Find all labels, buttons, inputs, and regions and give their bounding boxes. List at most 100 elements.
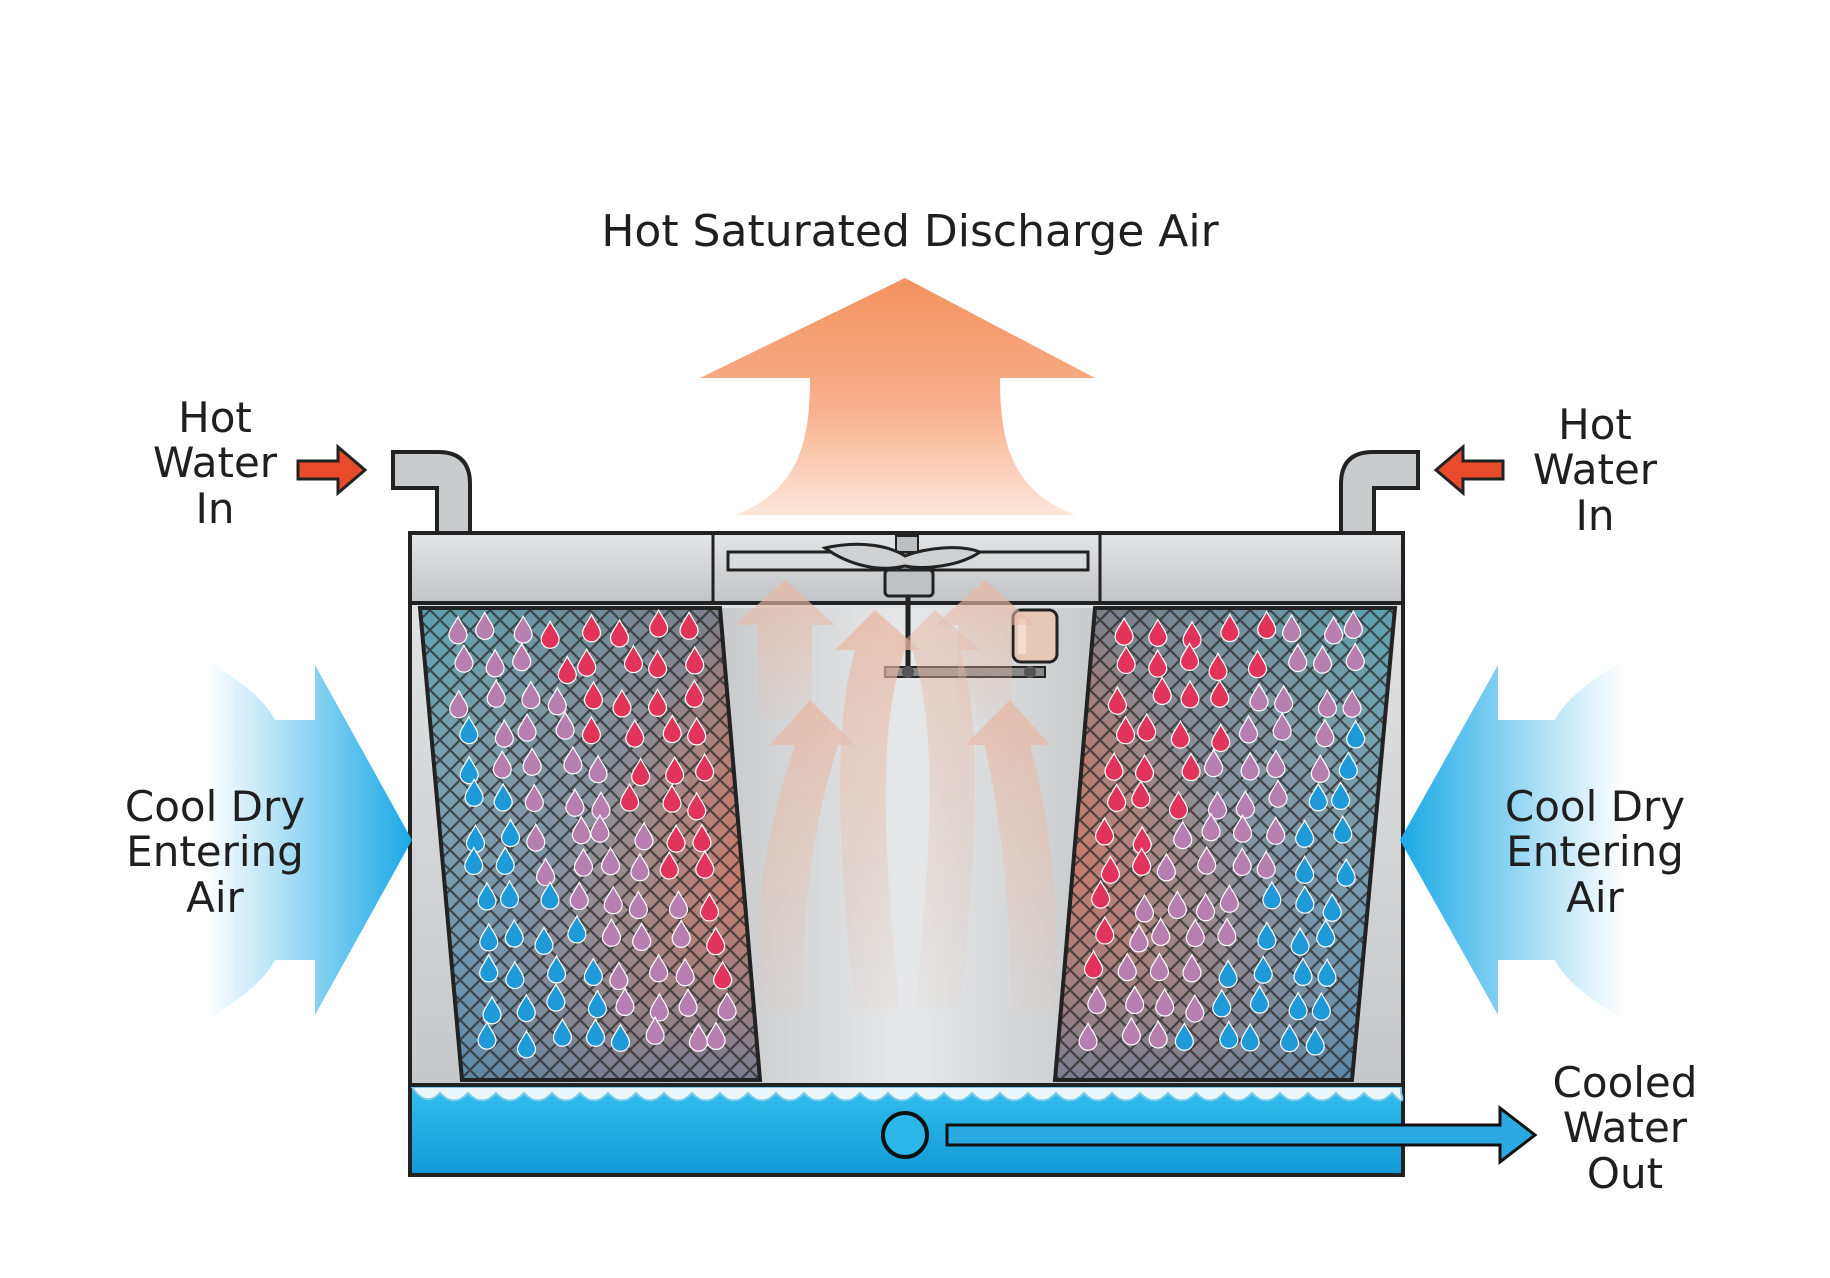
droplet: [1295, 884, 1315, 914]
droplet: [585, 1018, 606, 1047]
droplet: [1131, 779, 1151, 809]
droplet: [1338, 751, 1358, 780]
droplet: [1210, 678, 1230, 708]
droplet: [685, 645, 705, 675]
droplet: [475, 611, 495, 641]
outlet-circle-icon: [881, 1111, 929, 1159]
droplet: [1288, 991, 1308, 1021]
droplet: [668, 890, 689, 919]
droplet: [581, 613, 602, 643]
droplet: [485, 648, 505, 678]
droplet: [628, 890, 648, 920]
droplet: [1134, 893, 1155, 923]
droplet: [526, 822, 546, 852]
droplet: [649, 608, 669, 638]
droplet: [583, 680, 604, 710]
droplet: [1115, 715, 1136, 745]
droplet: [1197, 845, 1217, 875]
left-inlet-pipe: [391, 450, 472, 535]
droplet: [1312, 644, 1333, 674]
droplet: [534, 925, 554, 955]
droplet: [492, 749, 512, 779]
droplet: [1100, 854, 1121, 884]
droplet: [717, 991, 737, 1021]
droplet: [1343, 609, 1363, 639]
droplet: [1308, 782, 1328, 812]
droplet: [1207, 790, 1228, 820]
droplet: [647, 688, 668, 717]
droplet: [603, 885, 623, 915]
droplet: [573, 847, 594, 877]
droplet: [1137, 712, 1157, 742]
droplet: [1295, 855, 1315, 884]
droplet: [1208, 652, 1228, 681]
droplet: [1114, 616, 1134, 646]
droplet: [524, 783, 544, 813]
droplet: [684, 678, 704, 708]
droplet: [505, 960, 525, 990]
droplet: [1346, 719, 1366, 749]
droplet: [1129, 923, 1149, 953]
droplet: [632, 922, 652, 951]
droplet: [1094, 816, 1115, 846]
droplet: [546, 954, 567, 984]
droplet: [666, 823, 686, 853]
droplet: [569, 881, 589, 911]
droplet: [449, 689, 469, 719]
droplet: [1095, 915, 1115, 945]
droplet: [1125, 985, 1145, 1015]
droplet: [1249, 682, 1269, 712]
droplet: [513, 614, 533, 644]
droplet: [1294, 818, 1315, 848]
hot-water-in-arrow-right: [1433, 443, 1505, 497]
droplet: [590, 813, 610, 843]
droplet: [662, 714, 682, 744]
droplet: [1257, 921, 1277, 951]
droplet: [1232, 847, 1252, 876]
droplet: [645, 1015, 665, 1045]
droplet: [1315, 718, 1335, 748]
droplet: [547, 686, 567, 716]
droplet: [1256, 849, 1276, 879]
droplet: [1272, 711, 1292, 741]
droplet: [1132, 846, 1152, 876]
droplet: [571, 815, 591, 845]
droplet: [1156, 852, 1176, 882]
droplet: [601, 917, 621, 947]
droplet: [1106, 783, 1127, 812]
droplet: [1240, 1022, 1260, 1052]
droplet: [479, 922, 499, 952]
droplet: [563, 745, 583, 775]
droplet: [1266, 749, 1286, 779]
hot-water-in-arrow-left: [296, 443, 368, 497]
droplet: [1185, 918, 1205, 948]
droplet: [1116, 645, 1136, 675]
droplet: [634, 821, 654, 851]
droplet: [587, 989, 607, 1019]
droplet: [687, 716, 707, 746]
droplet: [1288, 643, 1308, 673]
cool-air-label-right: Cool Dry Entering Air: [1504, 782, 1686, 922]
droplet: [1212, 988, 1232, 1018]
droplet: [567, 914, 587, 944]
droplet: [557, 655, 577, 685]
droplet: [459, 755, 479, 785]
cooled-water-out-label: Cooled Water Out: [1552, 1058, 1698, 1198]
droplet: [1257, 610, 1277, 640]
droplet: [1168, 790, 1189, 820]
droplet: [609, 618, 630, 648]
droplet: [516, 993, 536, 1023]
hot-water-in-label-right: Hot Water In: [1532, 400, 1658, 540]
droplet: [577, 647, 597, 677]
rising-air-arrows: [735, 580, 1057, 1010]
droplet: [588, 754, 608, 784]
droplet: [1152, 676, 1172, 705]
droplet: [1148, 618, 1168, 647]
cool-air-arrow-left: [205, 660, 412, 1020]
droplet: [1167, 890, 1187, 920]
droplet: [1232, 813, 1253, 843]
droplet: [695, 849, 715, 879]
droplet: [522, 746, 542, 776]
droplet: [1078, 1022, 1098, 1051]
